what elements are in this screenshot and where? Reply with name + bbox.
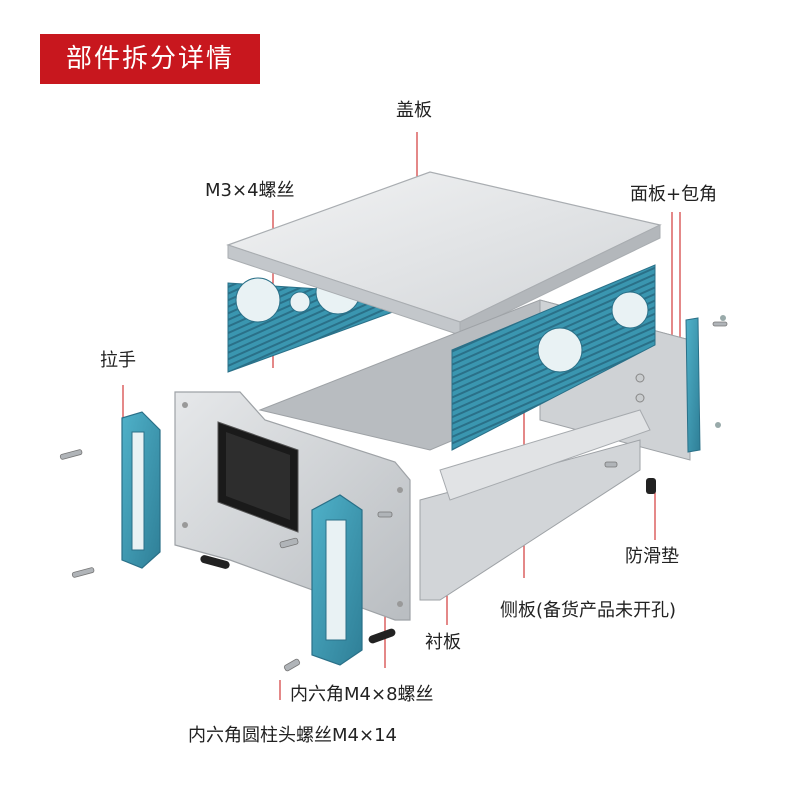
label-hex-cyl-screw-m4x14: 内六角圆柱头螺丝M4×14 [188,725,397,746]
label-handle: 拉手 [100,350,136,371]
cover-plate [226,171,662,336]
label-anti-slip-pad: 防滑垫 [625,546,679,567]
left-handle [121,411,161,569]
label-hex-screw-m4x8: 内六角M4×8螺丝 [290,684,434,705]
anti-slip-pad-front [200,555,230,569]
label-screw-m3: M3×4螺丝 [205,180,295,201]
right-side-panel [451,264,656,451]
label-cover-plate: 盖板 [396,100,432,121]
label-side-panel: 侧板(备货产品未开孔) [500,600,677,621]
front-handle [311,494,363,666]
rear-panel-corner [635,315,726,453]
anti-slip-pad [368,628,396,644]
anti-slip-pad-rear [646,478,656,494]
label-liner: 衬板 [425,632,461,653]
page-title: 部件拆分详情 [40,34,260,84]
screws [59,321,728,672]
label-panel-corner: 面板+包角 [630,184,718,205]
